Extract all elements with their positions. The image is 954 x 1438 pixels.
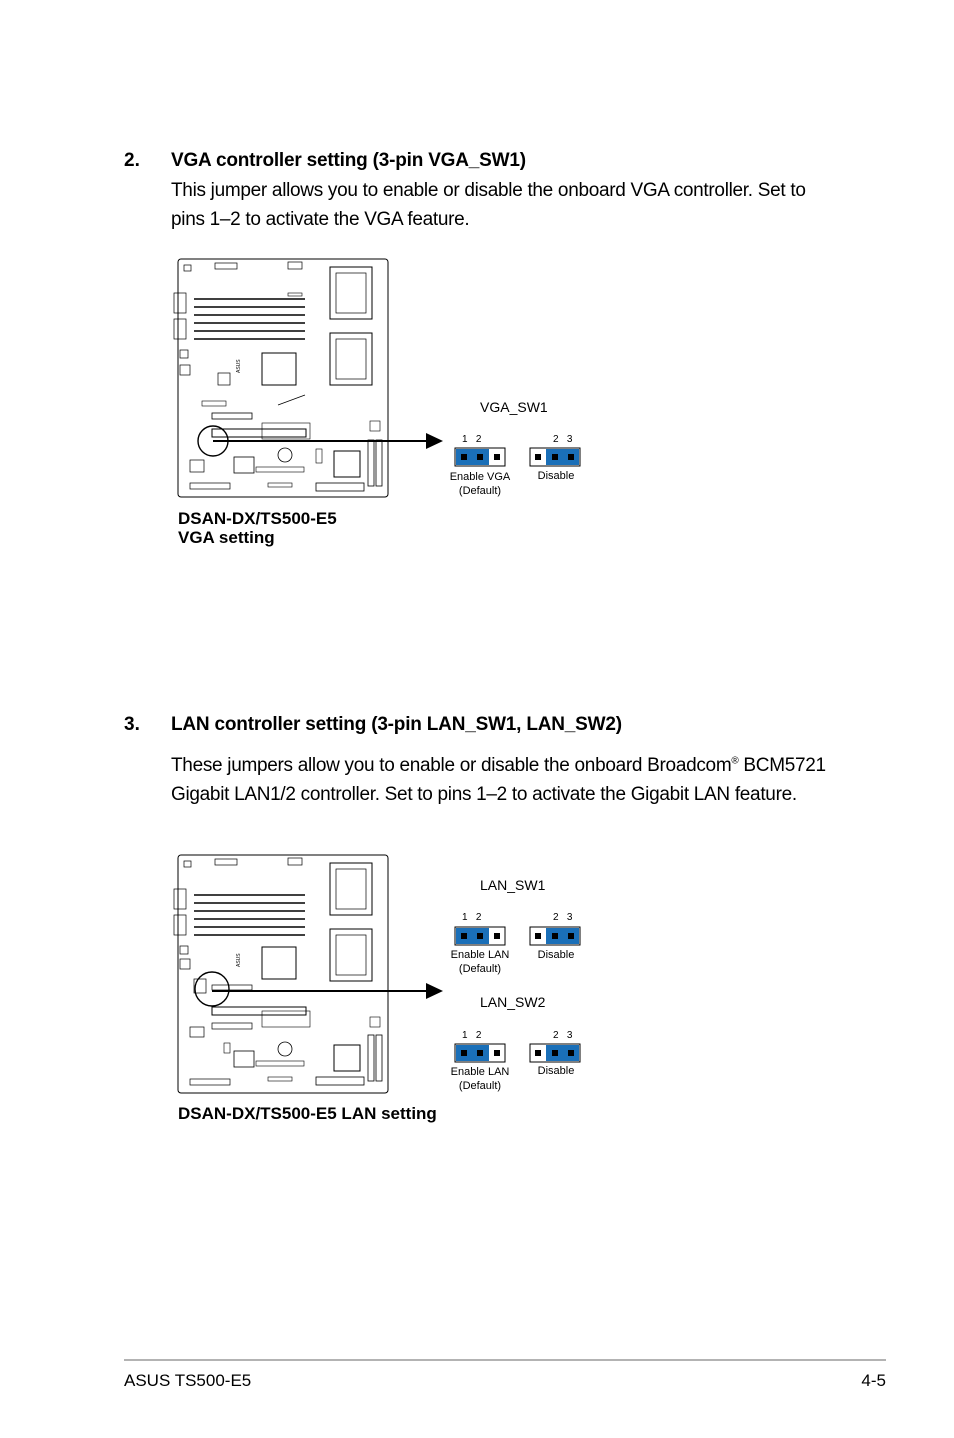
jumper-label-vga-sw1: VGA_SW1: [480, 399, 548, 415]
jumper-enable-vga-icon: [454, 447, 506, 467]
motherboard-diagram-vga: ASUS: [173, 258, 443, 498]
section-3-text: These jumpers allow you to enable or dis…: [171, 751, 836, 809]
enable-lan2-label: Enable LAN (Default): [440, 1065, 520, 1093]
svg-text:ASUS: ASUS: [236, 953, 242, 967]
pin-numbers-right: 2 3: [553, 434, 573, 445]
enable-vga-label: Enable VGA (Default): [440, 470, 520, 498]
caption-line-2: VGA setting: [178, 528, 275, 547]
motherboard-diagram-lan: ASUS: [173, 854, 443, 1094]
section-2-text: This jumper allows you to enable or disa…: [171, 180, 806, 230]
disable-vga-label: Disable: [537, 470, 575, 482]
footer-page-number: 4-5: [861, 1371, 886, 1390]
pin-numbers-left: 1 2: [462, 434, 482, 445]
default-label: (Default): [458, 485, 502, 497]
pin-numbers-left: 1 2: [462, 1030, 482, 1041]
enable-lan1-label: Enable LAN (Default): [440, 948, 520, 976]
enable-label: Enable LAN: [450, 949, 510, 961]
svg-text:ASUS: ASUS: [236, 359, 242, 373]
jumper-disable-lan2-icon: [529, 1043, 581, 1063]
registered-mark: ®: [731, 755, 739, 767]
section-3-number: 3.: [124, 714, 140, 735]
pin-numbers-left: 1 2: [462, 912, 482, 923]
section-2-number: 2.: [124, 150, 140, 171]
enable-label: Enable VGA: [449, 471, 511, 483]
text-part-2: BCM5721 Gigabit LAN1/2 controller. Set t…: [171, 755, 826, 805]
jumper-enable-lan1-icon: [454, 926, 506, 946]
text-part-1: These jumpers allow you to enable or dis…: [171, 755, 732, 776]
diagram-caption-vga: DSAN-DX/TS500-E5 VGA setting: [178, 509, 337, 547]
jumper-label-lan-sw2: LAN_SW2: [480, 994, 546, 1010]
jumper-disable-lan1-icon: [529, 926, 581, 946]
section-2-title: VGA controller setting (3-pin VGA_SW1): [171, 150, 526, 171]
jumper-disable-vga-icon: [529, 447, 581, 467]
pin-numbers-right: 2 3: [553, 1030, 573, 1041]
section-3-title: LAN controller setting (3-pin LAN_SW1, L…: [171, 714, 622, 735]
diagram-caption-lan: DSAN-DX/TS500-E5 LAN setting: [178, 1104, 437, 1123]
default-label: (Default): [458, 963, 502, 975]
jumper-label-lan-sw1: LAN_SW1: [480, 877, 546, 893]
default-label: (Default): [458, 1080, 502, 1092]
caption-line-1: DSAN-DX/TS500-E5: [178, 509, 337, 528]
footer-rule: [124, 1359, 886, 1361]
footer-product-name: ASUS TS500-E5: [124, 1371, 252, 1390]
disable-lan2-label: Disable: [537, 1065, 575, 1077]
jumper-enable-lan2-icon: [454, 1043, 506, 1063]
disable-lan1-label: Disable: [537, 949, 575, 961]
enable-label: Enable LAN: [450, 1066, 510, 1078]
pin-numbers-right: 2 3: [553, 912, 573, 923]
